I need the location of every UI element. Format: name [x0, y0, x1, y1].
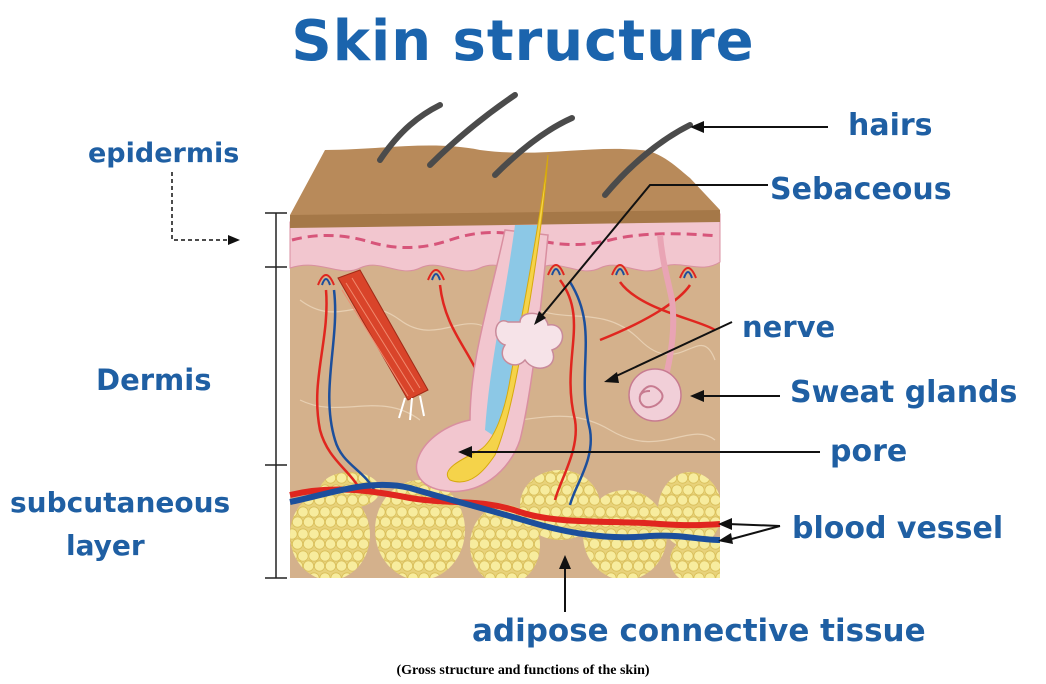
figure-caption: (Gross structure and functions of the sk…	[0, 664, 1046, 678]
label-hairs: hairs	[848, 111, 933, 141]
label-epidermis: epidermis	[88, 140, 239, 167]
label-blood-vessel: blood vessel	[792, 514, 1003, 544]
label-adipose-connective-tissue: adipose connective tissue	[472, 616, 926, 647]
label-pore: pore	[830, 437, 907, 467]
layer-brackets	[265, 213, 287, 578]
label-nerve: nerve	[742, 313, 835, 342]
label-sweat-glands: Sweat glands	[790, 378, 1017, 408]
label-subcutaneous-layer: layer	[66, 532, 145, 560]
label-subcutaneous: subcutaneous	[10, 489, 230, 517]
label-dermis: Dermis	[96, 366, 211, 395]
label-sebaceous: Sebaceous	[770, 175, 952, 205]
